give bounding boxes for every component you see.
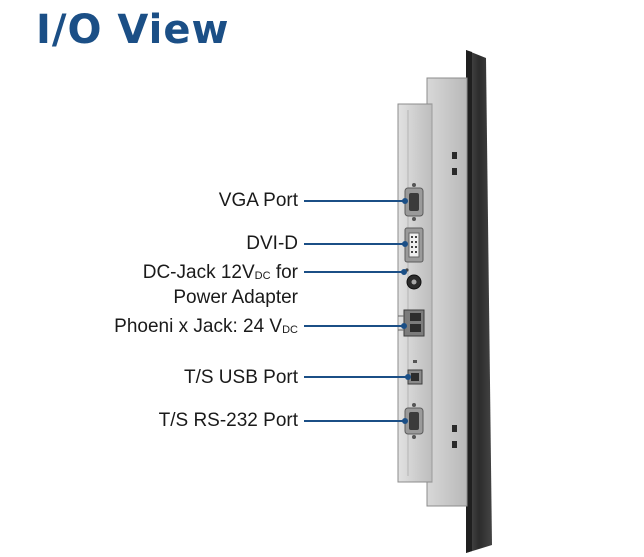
leader-lines — [304, 198, 411, 424]
dc-jack-connector — [405, 268, 422, 290]
dvi-d-connector — [404, 227, 424, 263]
vga-port-label: VGA Port — [218, 190, 298, 211]
chassis-rear-plate — [426, 77, 468, 507]
dc-jack-label: DC-Jack 12VDC for Power Adapter — [142, 262, 298, 308]
ts-usb-port-label: T/S USB Port — [183, 367, 298, 388]
ts-rs232-connector — [404, 403, 424, 439]
front-bezel — [466, 50, 492, 553]
ts-rs232-port-label: T/S RS-232 Port — [158, 410, 298, 431]
mounting-slots — [452, 152, 457, 448]
page-title: I/O View — [36, 7, 230, 53]
phoenix-jack-label: Phoeni x Jack: 24 VDC — [114, 316, 298, 337]
dvi-d-label: DVI-D — [246, 233, 298, 254]
